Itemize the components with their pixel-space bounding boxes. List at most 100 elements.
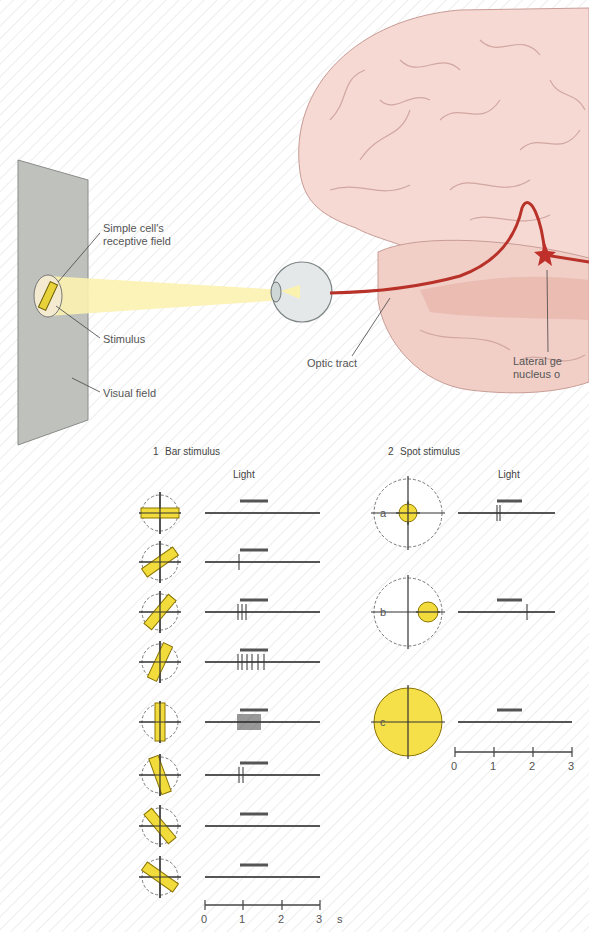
spike — [243, 767, 244, 783]
optic-tract — [330, 203, 589, 293]
trace-line — [205, 512, 320, 514]
trace-line — [205, 561, 320, 563]
spike — [248, 714, 249, 730]
row-letter: c — [380, 716, 386, 729]
scale-number: 3 — [568, 760, 574, 773]
light-on-bar — [240, 709, 268, 712]
spike — [256, 714, 257, 730]
spike — [250, 714, 251, 730]
scale-number: 0 — [201, 913, 207, 926]
trace-line — [458, 512, 555, 514]
scale-number: 1 — [239, 913, 245, 926]
scale-tick — [319, 900, 320, 910]
light-on-bar — [240, 762, 268, 765]
trace-line — [458, 721, 572, 723]
cross-line — [159, 492, 160, 534]
section-number: 2 — [388, 445, 394, 458]
spike — [242, 714, 243, 730]
section-title: Bar stimulus — [165, 445, 220, 458]
spike — [244, 714, 245, 730]
spike — [252, 654, 253, 670]
receptive-field — [34, 275, 62, 317]
trace-line — [205, 825, 320, 827]
cross-line — [159, 701, 160, 743]
spike — [239, 554, 240, 570]
spike — [252, 714, 253, 730]
light-on-bar — [240, 864, 268, 867]
time-scale — [205, 904, 320, 906]
cross-line — [159, 641, 160, 683]
cross-line — [159, 754, 160, 796]
spike — [242, 604, 243, 620]
light-on-bar — [240, 599, 268, 602]
cross-line — [407, 476, 408, 550]
cross-line — [159, 856, 160, 898]
spike — [239, 767, 240, 783]
cross-line — [159, 492, 160, 534]
cross-line — [159, 641, 160, 683]
spike — [238, 604, 239, 620]
callout-label: Lateral ge nucleus o — [513, 355, 579, 381]
cross-line — [159, 591, 160, 633]
light-on-bar — [497, 709, 522, 712]
light-label: Light — [233, 468, 255, 481]
gyri — [330, 40, 585, 361]
scale-tick — [571, 747, 572, 757]
callout-label: Optic tract — [307, 357, 357, 370]
scale-number: 2 — [278, 913, 284, 926]
callout-label: Simple cell's receptive field — [103, 222, 183, 248]
trace-line — [205, 876, 320, 878]
spike — [246, 604, 247, 620]
cross-line — [407, 685, 408, 759]
cross-line — [159, 754, 160, 796]
spike — [258, 654, 259, 670]
spike — [264, 654, 265, 670]
spike — [527, 604, 528, 620]
trace-line — [205, 721, 320, 723]
light-on-bar — [240, 649, 268, 652]
spike — [260, 714, 261, 730]
cross-line — [159, 805, 160, 847]
trace-line — [205, 661, 320, 663]
light-on-bar — [240, 813, 268, 816]
leader-lines — [56, 233, 548, 392]
light-on-bar — [240, 500, 268, 503]
trace-line — [458, 611, 555, 613]
light-on-bar — [240, 549, 268, 552]
stimulus-bar — [38, 282, 57, 311]
trace-line — [205, 774, 320, 776]
spike — [254, 714, 255, 730]
spike — [246, 714, 247, 730]
lateral-geniculate-nucleus — [534, 243, 556, 266]
spike — [258, 714, 259, 730]
scale-unit: s — [337, 913, 343, 926]
light-in-eye — [281, 285, 300, 299]
scale-number: 1 — [490, 760, 496, 773]
cross-line — [159, 701, 160, 743]
section-number: 1 — [153, 445, 159, 458]
cross-line — [159, 856, 160, 898]
response-traces — [139, 476, 572, 910]
row-letter: b — [380, 606, 386, 619]
scale-number: 2 — [529, 760, 535, 773]
scale-tick — [454, 747, 455, 757]
cross-line — [159, 541, 160, 583]
spike — [247, 654, 248, 670]
spike — [240, 714, 241, 730]
callout-label: Stimulus — [103, 333, 145, 346]
light-on-bar — [497, 599, 522, 602]
cross-line — [416, 611, 440, 612]
scale-number: 0 — [451, 760, 457, 773]
spike — [497, 505, 498, 521]
light-cone — [48, 276, 285, 316]
section-title: Spot stimulus — [400, 445, 460, 458]
spike — [238, 654, 239, 670]
scale-number: 3 — [316, 913, 322, 926]
cross-line — [159, 541, 160, 583]
eyeball — [272, 262, 332, 322]
scale-tick — [532, 747, 533, 757]
cross-line — [407, 575, 408, 649]
callout-label: Visual field — [103, 387, 156, 400]
scale-tick — [281, 900, 282, 910]
